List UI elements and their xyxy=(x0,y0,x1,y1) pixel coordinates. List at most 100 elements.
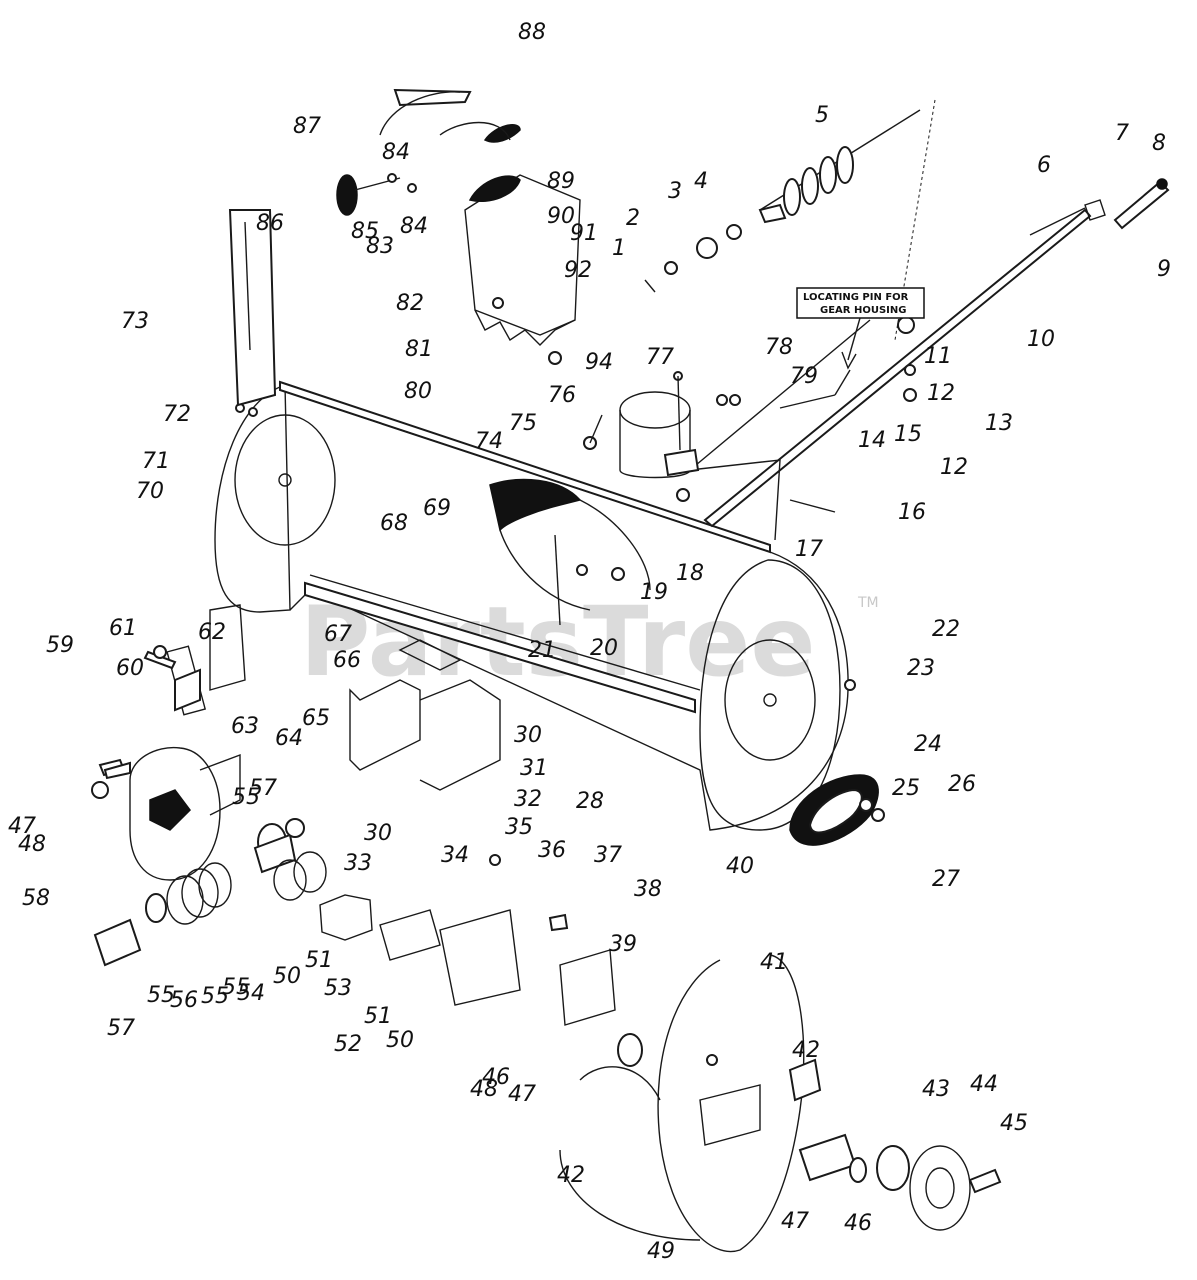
part-number-88: 88 xyxy=(518,20,546,45)
part-number-51: 51 xyxy=(305,948,333,973)
part-number-53: 53 xyxy=(324,976,352,1001)
part-number-61: 61 xyxy=(109,616,137,641)
part-number-15: 15 xyxy=(894,422,922,447)
part-number-2: 2 xyxy=(626,206,640,231)
part-number-1: 1 xyxy=(612,236,626,261)
auger-spiral xyxy=(644,99,936,341)
part-number-79: 79 xyxy=(790,364,818,389)
part-number-71: 71 xyxy=(142,449,170,474)
auger-housing xyxy=(214,380,849,831)
locating-pin-callout: LOCATING PIN FOR GEAR HOUSING xyxy=(796,287,925,370)
part-number-66: 66 xyxy=(333,648,361,673)
part-number-89: 89 xyxy=(547,169,575,194)
part-number-55: 55 xyxy=(201,984,229,1009)
part-number-57: 57 xyxy=(249,776,277,801)
part-number-22: 22 xyxy=(932,617,960,642)
part-number-36: 36 xyxy=(538,838,566,863)
part-number-40: 40 xyxy=(726,854,754,879)
part-number-77: 77 xyxy=(646,345,674,370)
part-number-6: 6 xyxy=(1037,153,1051,178)
part-number-19: 19 xyxy=(640,580,668,605)
chute-deflector xyxy=(336,88,581,346)
part-number-85: 85 xyxy=(351,219,379,244)
part-number-3: 3 xyxy=(668,179,682,204)
part-number-74: 74 xyxy=(475,429,503,454)
part-number-91: 91 xyxy=(570,221,598,246)
part-number-25: 25 xyxy=(892,776,920,801)
part-number-4: 4 xyxy=(694,169,708,194)
part-number-54: 54 xyxy=(237,981,265,1006)
part-number-63: 63 xyxy=(231,714,259,739)
part-number-14: 14 xyxy=(858,428,886,453)
part-number-58: 58 xyxy=(22,886,50,911)
part-number-23: 23 xyxy=(907,656,935,681)
part-number-30: 30 xyxy=(514,723,542,748)
part-number-68: 68 xyxy=(380,511,408,536)
part-number-87: 87 xyxy=(293,114,321,139)
part-number-42: 42 xyxy=(557,1163,585,1188)
part-number-57: 57 xyxy=(107,1016,135,1041)
part-number-92: 92 xyxy=(564,258,592,283)
part-number-80: 80 xyxy=(404,379,432,404)
part-number-50: 50 xyxy=(386,1028,414,1053)
part-number-17: 17 xyxy=(795,537,823,562)
callout-line-2: GEAR HOUSING xyxy=(820,305,906,316)
part-number-49: 49 xyxy=(647,1239,675,1264)
crank-assembly xyxy=(687,178,1170,541)
part-number-52: 52 xyxy=(334,1032,362,1057)
part-number-55: 55 xyxy=(222,975,250,1000)
impeller-right xyxy=(559,954,1002,1253)
part-number-64: 64 xyxy=(275,726,303,751)
part-number-27: 27 xyxy=(932,867,960,892)
part-number-55: 55 xyxy=(232,785,260,810)
part-number-32: 32 xyxy=(514,787,542,812)
part-number-94: 94 xyxy=(585,350,613,375)
part-number-48: 48 xyxy=(18,832,46,857)
part-number-12: 12 xyxy=(940,455,968,480)
callout-line-1: LOCATING PIN FOR xyxy=(803,292,909,303)
part-number-9: 9 xyxy=(1157,257,1171,282)
part-number-45: 45 xyxy=(1000,1111,1028,1136)
part-number-73: 73 xyxy=(121,309,149,334)
part-number-20: 20 xyxy=(590,636,618,661)
part-number-24: 24 xyxy=(914,732,942,757)
part-number-47: 47 xyxy=(781,1209,809,1234)
watermark: PartsTree xyxy=(300,586,815,698)
part-number-28: 28 xyxy=(576,789,604,814)
part-number-18: 18 xyxy=(676,561,704,586)
part-number-50: 50 xyxy=(273,964,301,989)
part-number-31: 31 xyxy=(520,756,548,781)
part-number-69: 69 xyxy=(423,496,451,521)
part-number-42: 42 xyxy=(792,1038,820,1063)
part-number-33: 33 xyxy=(344,851,372,876)
part-number-47: 47 xyxy=(8,814,36,839)
part-number-67: 67 xyxy=(324,622,352,647)
gear-housing-left xyxy=(91,604,305,967)
part-number-47: 47 xyxy=(508,1082,536,1107)
part-number-59: 59 xyxy=(46,633,74,658)
part-number-7: 7 xyxy=(1115,121,1129,146)
gearbox-center xyxy=(273,851,643,1067)
part-number-35: 35 xyxy=(505,815,533,840)
part-number-81: 81 xyxy=(405,337,433,362)
part-number-37: 37 xyxy=(594,843,622,868)
part-number-56: 56 xyxy=(170,988,198,1013)
part-number-21: 21 xyxy=(528,638,556,663)
part-number-60: 60 xyxy=(116,656,144,681)
part-number-38: 38 xyxy=(634,877,662,902)
part-number-75: 75 xyxy=(509,411,537,436)
part-number-46: 46 xyxy=(844,1211,872,1236)
part-number-16: 16 xyxy=(898,500,926,525)
part-number-82: 82 xyxy=(396,291,424,316)
part-number-78: 78 xyxy=(765,335,793,360)
part-number-51: 51 xyxy=(364,1004,392,1029)
part-number-84: 84 xyxy=(400,214,428,239)
part-number-41: 41 xyxy=(760,950,788,975)
part-number-62: 62 xyxy=(198,620,226,645)
part-number-65: 65 xyxy=(302,706,330,731)
part-number-48: 48 xyxy=(470,1077,498,1102)
watermark-tm: TM xyxy=(857,595,879,611)
part-number-90: 90 xyxy=(547,204,575,229)
